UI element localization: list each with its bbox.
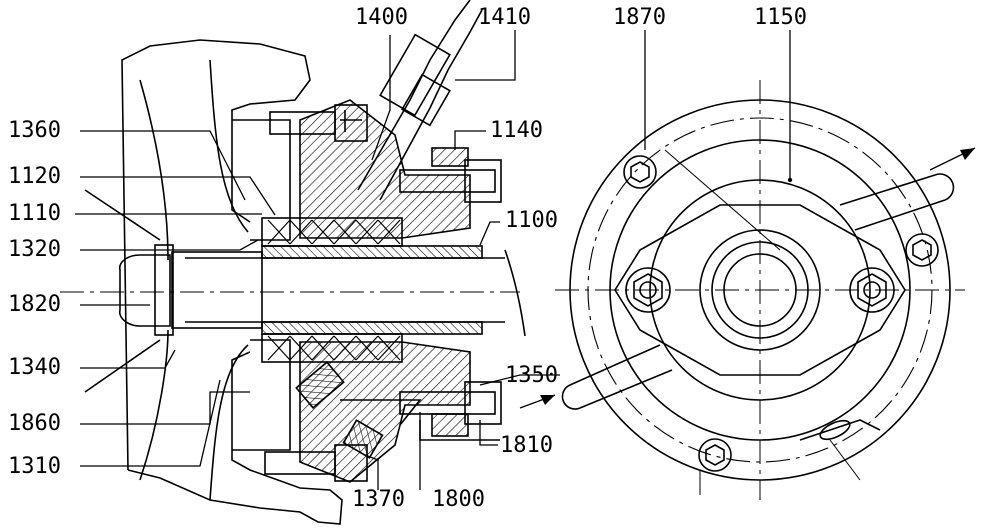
label-1340: 1340 (8, 355, 61, 380)
label-1370: 1370 (352, 487, 405, 512)
label-1400: 1400 (355, 5, 408, 30)
label-1310: 1310 (8, 454, 61, 479)
label-1870: 1870 (613, 5, 666, 30)
end-view (555, 80, 965, 500)
label-1140: 1140 (490, 118, 543, 143)
label-1860: 1860 (8, 411, 61, 436)
label-1410: 1410 (478, 5, 531, 30)
label-1110: 1110 (8, 201, 61, 226)
leader-lines-end (519, 30, 976, 409)
label-1120: 1120 (8, 164, 61, 189)
label-1810: 1810 (500, 433, 553, 458)
label-1150: 1150 (754, 5, 807, 30)
label-1360: 1360 (8, 118, 61, 143)
label-1820: 1820 (8, 292, 61, 317)
label-1320: 1320 (8, 237, 61, 262)
point-1150 (787, 177, 793, 183)
label-1800: 1800 (432, 487, 485, 512)
arrow-head-lower (540, 395, 555, 405)
label-1100: 1100 (505, 208, 558, 233)
leader-lines-section (75, 30, 560, 490)
section-view (60, 0, 526, 525)
label-1350: 1350 (505, 363, 558, 388)
arrow-head-upper (960, 148, 975, 160)
